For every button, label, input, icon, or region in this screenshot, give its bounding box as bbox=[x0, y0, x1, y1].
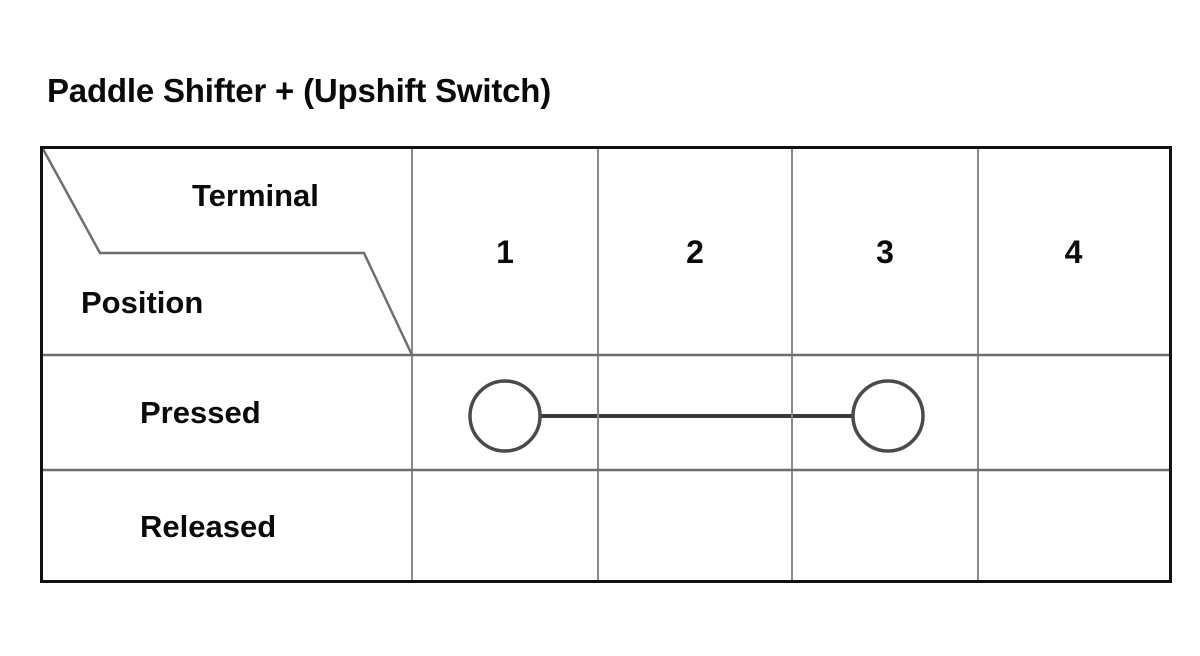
row-axis-label: Position bbox=[81, 285, 204, 320]
terminal-node-1 bbox=[468, 379, 542, 453]
continuity-table: Terminal Position 1 2 3 4 Pressed Releas… bbox=[40, 146, 1172, 583]
row-label-released: Released bbox=[140, 508, 277, 544]
terminal-header-3: 3 bbox=[876, 233, 894, 270]
terminal-node-3 bbox=[851, 379, 925, 453]
terminal-header-2: 2 bbox=[686, 233, 704, 270]
row-label-pressed: Pressed bbox=[140, 394, 261, 430]
terminal-header-1: 1 bbox=[496, 233, 514, 270]
corner-header-cell: Terminal Position bbox=[43, 149, 412, 355]
page-title: Paddle Shifter + (Upshift Switch) bbox=[47, 72, 552, 109]
column-axis-label: Terminal bbox=[192, 178, 319, 213]
terminal-header-4: 4 bbox=[1064, 233, 1083, 270]
